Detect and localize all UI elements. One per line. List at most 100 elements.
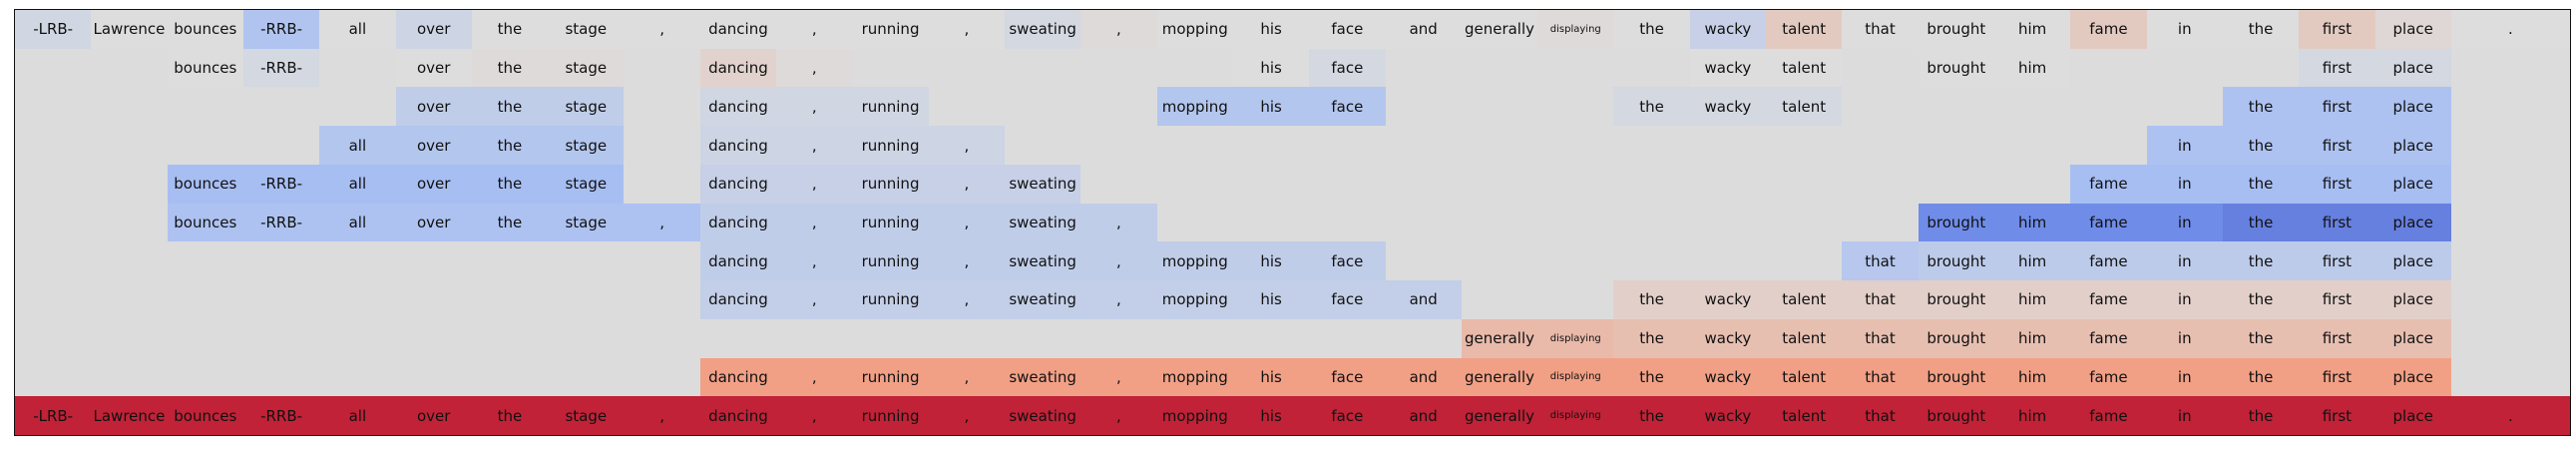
heatmap-cell: stage (548, 87, 625, 127)
heatmap-cell: talent (1766, 10, 1843, 49)
heatmap-cell: in (2146, 164, 2223, 204)
heatmap-cell: wacky (1689, 10, 1767, 49)
heatmap-cell: in (2146, 280, 2223, 319)
heatmap-cell: fame (2070, 10, 2147, 49)
heatmap-cell: running (852, 203, 929, 242)
heatmap-cell: running (852, 241, 929, 281)
heatmap-cell: running (852, 10, 929, 49)
heatmap-cell: face (1309, 10, 1386, 49)
heatmap-cell: face (1309, 357, 1386, 397)
heatmap-cell: first (2299, 87, 2375, 127)
heatmap-cell: the (2222, 164, 2300, 204)
heatmap-cell: -LRB- (15, 10, 92, 49)
heatmap-cell: bounces (167, 396, 243, 435)
heatmap-cell: him (1994, 280, 2071, 319)
heatmap-cell: in (2146, 396, 2223, 435)
heatmap-cell: fame (2070, 396, 2147, 435)
heatmap-cell: his (1232, 48, 1310, 88)
heatmap-cell: first (2299, 10, 2375, 49)
heatmap-cell: dancing (699, 280, 777, 319)
heatmap-cell: the (1613, 357, 1690, 397)
heatmap-cell: -RRB- (242, 10, 320, 49)
heatmap-cell: in (2146, 241, 2223, 281)
heatmap-cell: , (776, 126, 853, 165)
heatmap-cell: fame (2070, 357, 2147, 397)
heatmap-cell: sweating (1005, 10, 1081, 49)
heatmap-cell: his (1232, 357, 1310, 397)
heatmap-cell: that (1842, 10, 1919, 49)
heatmap-cell: that (1842, 241, 1919, 281)
heatmap-cell: fame (2070, 164, 2147, 204)
heatmap-cell: sweating (1005, 164, 1081, 204)
heatmap-cell: brought (1918, 280, 1994, 319)
heatmap-cell: , (1080, 10, 1157, 49)
heatmap-cell: fame (2070, 241, 2147, 281)
heatmap-cell: in (2146, 318, 2223, 358)
heatmap-cell: his (1232, 10, 1310, 49)
heatmap-cell: dancing (699, 87, 777, 127)
heatmap-cell: sweating (1005, 241, 1081, 281)
heatmap-cell: , (776, 280, 853, 319)
heatmap-cell: him (1994, 318, 2071, 358)
heatmap-cell: the (2222, 10, 2300, 49)
heatmap-cell: face (1309, 48, 1386, 88)
heatmap-cell: , (928, 10, 1005, 49)
heatmap-cell: talent (1766, 48, 1843, 88)
heatmap-cell: stage (548, 10, 625, 49)
heatmap-cell: the (471, 126, 549, 165)
heatmap-cell: stage (548, 126, 625, 165)
heatmap-cell: mopping (1156, 396, 1233, 435)
heatmap-cell: and (1385, 396, 1462, 435)
heatmap-cell: dancing (699, 357, 777, 397)
heatmap-cell: brought (1918, 10, 1994, 49)
heatmap-cell: the (1613, 318, 1690, 358)
heatmap-cell: running (852, 126, 929, 165)
heatmap-cell: the (2222, 241, 2300, 281)
heatmap-cell: first (2299, 318, 2375, 358)
heatmap-cell: bounces (167, 10, 243, 49)
heatmap-cell: the (471, 203, 549, 242)
heatmap-cell: his (1232, 280, 1310, 319)
heatmap-cell: displaying (1537, 318, 1614, 358)
heatmap-cell: dancing (699, 241, 777, 281)
heatmap-cell: him (1994, 203, 2071, 242)
heatmap-cell: mopping (1156, 241, 1233, 281)
heatmap-cell: him (1994, 396, 2071, 435)
heatmap-cell: place (2374, 126, 2451, 165)
heatmap-cell: wacky (1689, 396, 1767, 435)
heatmap-cell: his (1232, 396, 1310, 435)
heatmap-cell: in (2146, 126, 2223, 165)
heatmap-cell: over (395, 396, 472, 435)
heatmap-cell: over (395, 10, 472, 49)
heatmap-cell: Lawrence (91, 396, 168, 435)
heatmap-cell: wacky (1689, 48, 1767, 88)
heatmap-cell: the (471, 10, 549, 49)
heatmap-cell: the (1613, 280, 1690, 319)
heatmap-cell: over (395, 126, 472, 165)
heatmap-cell: place (2374, 87, 2451, 127)
heatmap-cell: first (2299, 203, 2375, 242)
heatmap-cell: the (471, 396, 549, 435)
heatmap-cell: . (2450, 10, 2570, 49)
heatmap-cell: place (2374, 396, 2451, 435)
heatmap-cell: that (1842, 357, 1919, 397)
heatmap-cell: place (2374, 357, 2451, 397)
heatmap-cell: bounces (167, 164, 243, 204)
heatmap-cell: . (2450, 396, 2570, 435)
heatmap-cell: displaying (1537, 396, 1614, 435)
heatmap-cell: him (1994, 48, 2071, 88)
heatmap-cell: Lawrence (91, 10, 168, 49)
heatmap-cell: displaying (1537, 357, 1614, 397)
heatmap-cell: the (1613, 396, 1690, 435)
heatmap-cell: , (1080, 396, 1157, 435)
heatmap-cell: his (1232, 241, 1310, 281)
heatmap-cell: and (1385, 357, 1462, 397)
heatmap-cell: brought (1918, 241, 1994, 281)
heatmap-cell: , (624, 396, 700, 435)
heatmap-cell: in (2146, 357, 2223, 397)
heatmap-cell: the (2222, 396, 2300, 435)
heatmap-cell: the (471, 48, 549, 88)
heatmap-cell: , (928, 396, 1005, 435)
heatmap-cell: that (1842, 280, 1919, 319)
heatmap-cell: first (2299, 280, 2375, 319)
